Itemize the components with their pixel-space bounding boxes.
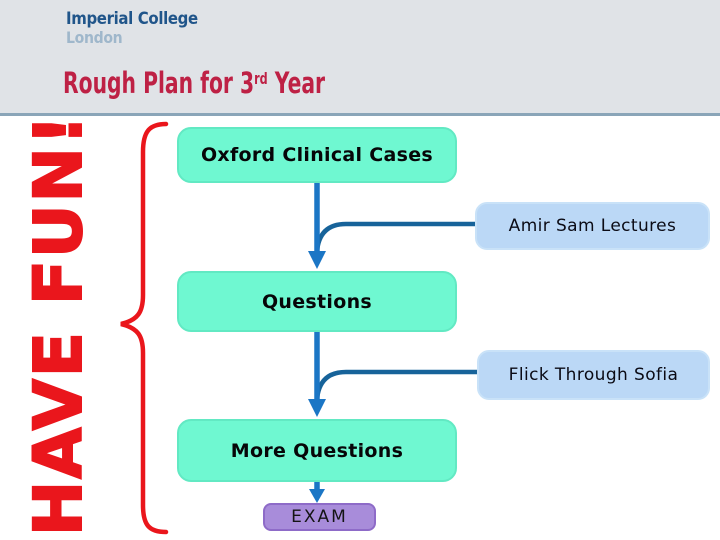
- arrowhead-oxford-to-questions: [308, 251, 326, 269]
- logo-line-london: London: [66, 27, 123, 47]
- node-more-questions: More Questions: [177, 419, 457, 482]
- have-fun-label: HAVE FUN!: [19, 112, 98, 537]
- node-label: EXAM: [291, 507, 348, 527]
- node-label: Flick Through Sofia: [508, 365, 679, 385]
- node-oxford-clinical-cases: Oxford Clinical Cases: [177, 127, 457, 183]
- node-questions: Questions: [177, 271, 457, 332]
- connector-amir-to-flow: [314, 221, 475, 253]
- page-title-suffix: Year: [267, 66, 326, 100]
- arrowhead-questions-to-more: [308, 399, 326, 417]
- left-brace-shape: [120, 121, 169, 535]
- page-title-superscript: rd: [254, 69, 268, 88]
- slide-header: Imperial College London Rough Plan for 3…: [0, 0, 720, 113]
- header-divider: [0, 113, 720, 116]
- node-label: Amir Sam Lectures: [508, 216, 677, 236]
- node-label: Oxford Clinical Cases: [200, 144, 434, 166]
- node-label: More Questions: [230, 439, 404, 462]
- logo-line-imperial-college: Imperial College: [66, 9, 198, 29]
- connector-sofia-to-flow: [314, 369, 477, 401]
- arrowhead-more-to-exam: [309, 489, 325, 503]
- node-label: Questions: [261, 290, 373, 313]
- node-amir-sam-lectures: Amir Sam Lectures: [475, 202, 710, 250]
- node-flick-through-sofia: Flick Through Sofia: [477, 350, 710, 400]
- page-title-prefix: Rough Plan for 3: [63, 66, 255, 100]
- page-title: Rough Plan for 3rd Year: [63, 66, 325, 100]
- node-exam: EXAM: [263, 503, 376, 531]
- imperial-college-logo: Imperial College London: [66, 9, 216, 47]
